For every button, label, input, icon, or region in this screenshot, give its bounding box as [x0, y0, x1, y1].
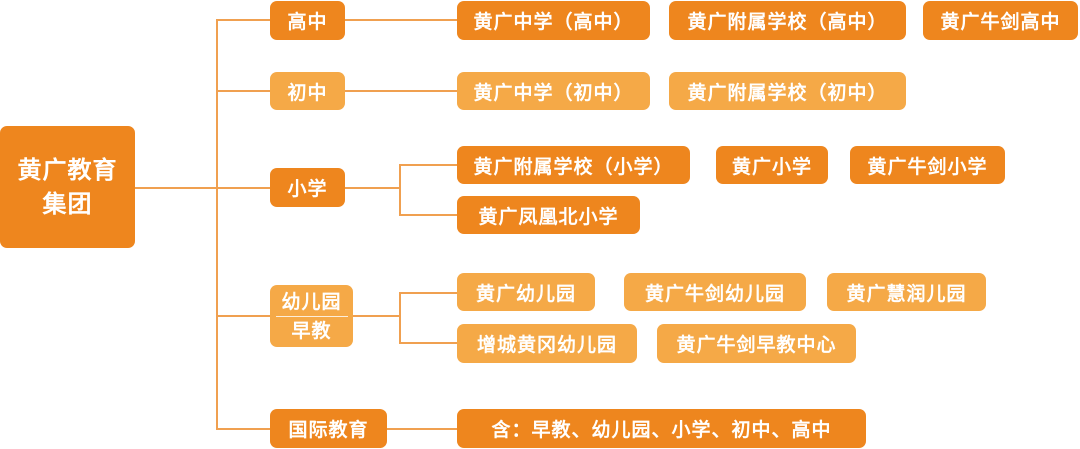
connector	[399, 292, 457, 294]
school-node: 黄广附属学校（小学）	[457, 146, 690, 184]
school-node: 黄广附属学校（初中）	[669, 72, 906, 110]
connector	[387, 428, 457, 430]
connector	[216, 428, 270, 430]
root-node: 黄广教育 集团	[0, 126, 135, 248]
connector	[345, 19, 457, 21]
category-high-school: 高中	[270, 1, 345, 40]
connector	[216, 19, 270, 21]
school-node: 黄广牛剑早教中心	[657, 324, 856, 363]
category-middle-school: 初中	[270, 72, 345, 110]
school-node: 黄广附属学校（高中）	[669, 1, 906, 40]
connector	[399, 164, 457, 166]
school-node: 黄广小学	[716, 146, 828, 184]
category-kindergarten: 幼儿园 早教	[270, 285, 353, 347]
category-label-line2: 早教	[291, 319, 332, 342]
school-node: 黄广牛剑幼儿园	[624, 273, 806, 311]
school-node: 黄广幼儿园	[457, 273, 595, 311]
connector	[399, 164, 401, 216]
connector	[216, 315, 270, 317]
school-node: 黄广慧润儿园	[827, 273, 986, 311]
school-node: 含：早教、幼儿园、小学、初中、高中	[457, 409, 866, 448]
root-line2: 集团	[42, 190, 93, 218]
connector	[345, 187, 400, 189]
connector	[399, 214, 457, 216]
connector	[135, 187, 270, 189]
connector	[399, 292, 401, 344]
category-international: 国际教育	[270, 409, 387, 448]
connector	[216, 19, 218, 430]
divider	[275, 315, 348, 317]
connector	[216, 90, 270, 92]
school-node: 黄广牛剑高中	[923, 1, 1078, 40]
category-primary-school: 小学	[270, 168, 345, 207]
category-label-line1: 幼儿园	[281, 290, 342, 313]
school-node: 黄广凤凰北小学	[457, 196, 640, 234]
connector	[353, 315, 400, 317]
school-node: 黄广中学（高中）	[457, 1, 650, 40]
connector	[345, 90, 457, 92]
school-node: 黄广牛剑小学	[850, 146, 1005, 184]
school-node: 黄广中学（初中）	[457, 72, 650, 110]
connector	[399, 342, 457, 344]
root-line1: 黄广教育	[17, 156, 118, 184]
school-node: 增城黄冈幼儿园	[457, 324, 637, 363]
